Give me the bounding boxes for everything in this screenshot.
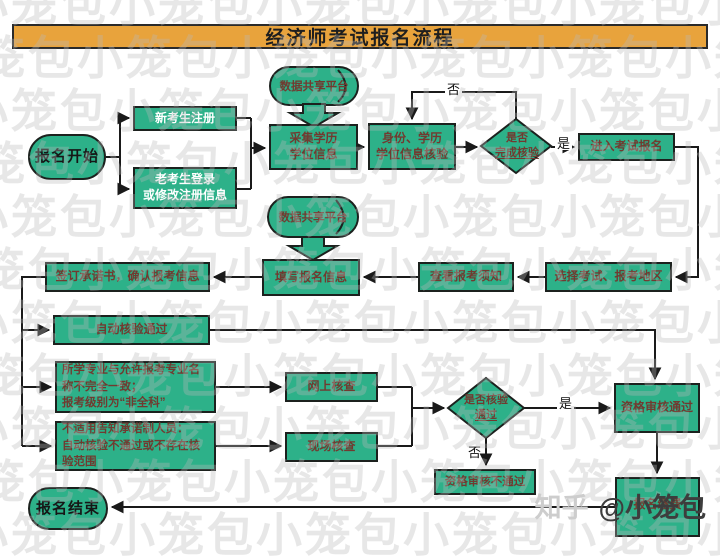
node-fill-info: 填写报名信息	[262, 259, 360, 296]
node-collect-line1: 采集学历	[289, 131, 338, 146]
node-new-register-label: 新考生注册	[154, 110, 215, 125]
check1-line1: 是否	[506, 132, 528, 145]
diamond-check2-text: 是否核验 通过	[450, 391, 522, 425]
node-sign-commitment: 签订承诺书，确认报考信息	[45, 262, 210, 292]
node-audit-pass-label: 资格审核通过	[620, 400, 693, 415]
mismatch-line1: 所学专业与允许报考专业名	[62, 364, 200, 376]
node-collect-info: 采集学历 学位信息	[269, 124, 358, 170]
node-audit-fail: 资格审核不通过	[434, 469, 536, 495]
label-no-2: 否	[466, 446, 483, 459]
mismatch-line3: 报考级别为“非全科”	[62, 397, 166, 410]
label-no-1-text: 否	[447, 82, 461, 97]
node-onsite-check-label: 现场核查	[307, 439, 356, 454]
wire-start-branch	[106, 118, 121, 189]
node-end: 报名结束	[28, 487, 108, 530]
node-auto-pass: 自动核验通过	[53, 315, 210, 345]
notapply-line3: 验范围	[62, 456, 97, 469]
arrow-auto-to-auditpass	[210, 329, 662, 381]
node-auto-pass-label: 自动核验通过	[95, 322, 168, 337]
data-platform-label-2: 数据共享平台	[278, 212, 348, 224]
wire-sign-branch	[21, 276, 45, 446]
cylinder-seam-2	[335, 199, 345, 235]
node-collect-line2: 学位信息	[289, 147, 338, 161]
cylinder-seam-1	[337, 69, 347, 103]
label-yes-1: 是	[555, 136, 573, 151]
cylinder-label-2: 数据共享平台	[268, 197, 358, 237]
wire-check-merge	[378, 386, 413, 447]
node-start-label: 报名开始	[34, 148, 99, 166]
node-online-check: 网上核查	[285, 372, 378, 402]
label-yes-2-text: 是	[559, 396, 573, 411]
diamond-check2	[446, 376, 526, 440]
node-fill-info-label: 填写报名信息	[274, 269, 347, 284]
node-enter-exam: 进入考试报名	[578, 133, 675, 161]
arrow-check1-no-loop	[405, 91, 517, 121]
node-verify-identity: 身份、学历 学位信息核验	[368, 123, 456, 170]
label-yes-1-text: 是	[557, 136, 571, 151]
node-view-notice-label: 查看报考须知	[429, 269, 502, 284]
node-sign-commitment-label: 签订承诺书，确认报考信息	[55, 269, 200, 284]
node-audit-fail-label: 资格审核不通过	[444, 475, 526, 488]
node-new-register: 新考生注册	[133, 106, 237, 131]
node-old-login-line1: 老考生登录	[154, 172, 215, 187]
label-yes-2: 是	[557, 396, 575, 411]
node-onsite-check: 现场核查	[285, 432, 378, 462]
node-pay-label: 报名缴费	[633, 497, 682, 511]
block-arrow-down-1	[286, 103, 342, 129]
mismatch-line2: 称不完全一致；	[62, 380, 143, 393]
title-banner: 经济师考试报名流程	[12, 24, 708, 49]
node-not-applicable: 不适用告知承诺制人员： 自动核验不通过或不存在核 验范围	[55, 421, 216, 471]
node-audit-pass: 资格审核通过	[614, 383, 700, 433]
notapply-line1: 不适用告知承诺制人员：	[62, 423, 189, 435]
label-no-2-text: 否	[468, 445, 482, 460]
wire-register-merge	[237, 117, 252, 190]
node-major-mismatch: 所学专业与允许报考专业名 称不完全一致； 报考级别为“非全科”	[55, 361, 216, 413]
node-select-exam-label: 选择考试、报考地区	[554, 269, 663, 284]
diamond-check1-text: 是否 完成核验	[486, 128, 548, 164]
data-platform-label-1: 数据共享平台	[279, 81, 349, 93]
block-arrow-down-2	[285, 236, 341, 262]
notapply-line2: 自动核验不通过或不存在核	[62, 439, 200, 452]
node-old-login: 老考生登录 或修改注册信息	[133, 167, 237, 209]
check2-line2: 通过	[475, 409, 497, 421]
node-end-label: 报名结束	[35, 499, 100, 517]
check2-line1: 是否核验	[464, 394, 508, 407]
node-online-check-label: 网上核查	[307, 379, 356, 394]
cylinder-label-1: 数据共享平台	[270, 67, 358, 105]
check1-line2: 完成核验	[495, 147, 539, 159]
node-old-login-line2: 或修改注册信息	[142, 188, 227, 202]
arrow-enter-to-select	[674, 146, 699, 284]
node-start: 报名开始	[28, 134, 106, 180]
node-verify-line1: 身份、学历	[381, 130, 442, 145]
node-select-exam: 选择考试、报考地区	[545, 262, 672, 292]
page-title: 经济师考试报名流程	[265, 28, 455, 49]
node-verify-line2: 学位信息核验	[375, 146, 448, 161]
node-pay: 报名缴费	[615, 477, 700, 537]
node-view-notice: 查看报考须知	[418, 262, 514, 292]
diamond-check1	[479, 117, 553, 175]
label-no-1: 否	[445, 82, 463, 97]
node-enter-exam-label: 进入考试报名	[590, 139, 663, 154]
